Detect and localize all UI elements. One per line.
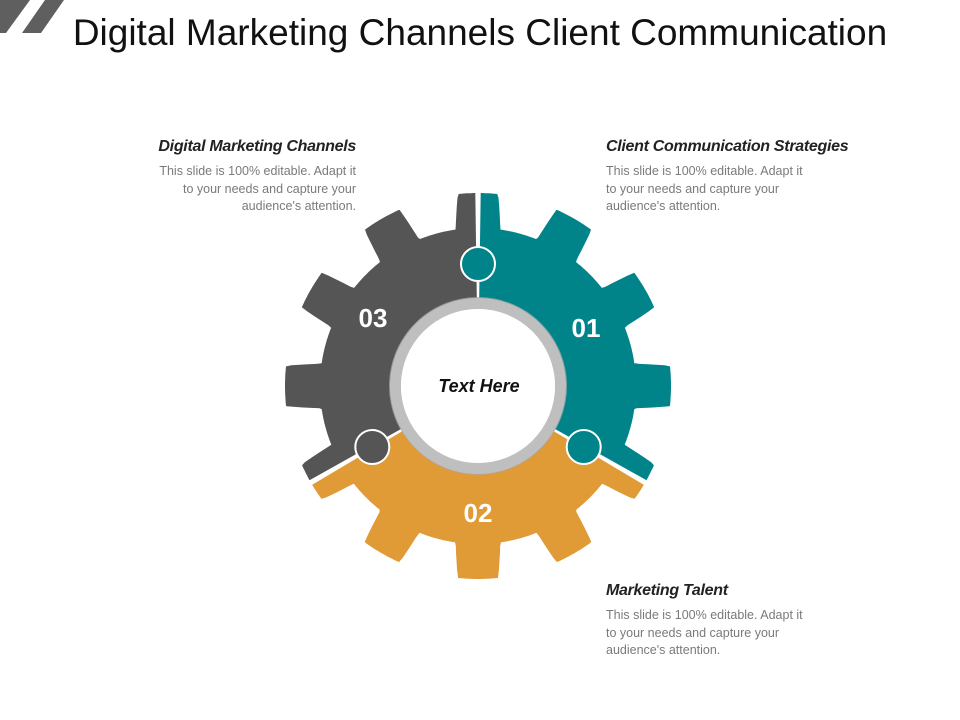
gear-segment-03 [285,193,477,481]
block-heading: Marketing Talent [606,582,728,599]
block-description: This slide is 100% editable. Adapt it to… [606,163,846,216]
corner-stripe [22,0,64,33]
block-description: This slide is 100% editable. Adapt it to… [118,163,356,216]
inner-ring [389,297,567,475]
text-block-marketing-talent: Marketing Talent This slide is 100% edit… [606,582,856,660]
gear-segment-01 [479,193,671,481]
puzzle-knob [460,246,496,282]
corner-stripe [0,0,30,33]
puzzle-knob [354,429,391,465]
description-line: This slide is 100% editable. Adapt it [606,164,803,178]
slide-title: Digital Marketing Channels Client Commun… [72,12,888,53]
description-line: audience's attention. [606,199,721,213]
block-heading: Digital Marketing Channels [158,138,356,155]
description-line: to your needs and capture your [182,181,356,196]
corner-decoration [0,0,64,33]
segment-number-03: 03 [359,303,388,333]
gear-segment-02 [312,431,644,579]
text-block-client-communication: Client Communication Strategies This sli… [606,138,916,216]
description-line: audience's attention. [606,643,721,657]
block-description: This slide is 100% editable. Adapt it to… [606,607,846,660]
description-line: audience's attention. [241,199,356,213]
description-line: to your needs and capture your [606,625,780,640]
puzzle-knob [565,429,602,465]
block-heading: Client Communication Strategies [606,138,849,155]
segment-number-01: 01 [572,313,601,343]
center-circle [401,309,555,463]
text-block-digital-marketing: Digital Marketing Channels This slide is… [110,138,356,216]
description-line: to your needs and capture your [606,181,780,196]
description-line: This slide is 100% editable. Adapt it [606,608,803,622]
segment-number-02: 02 [464,498,493,528]
center-label: Text Here [438,376,519,396]
gear-segments [285,193,671,579]
description-line: This slide is 100% editable. Adapt it [159,164,356,178]
